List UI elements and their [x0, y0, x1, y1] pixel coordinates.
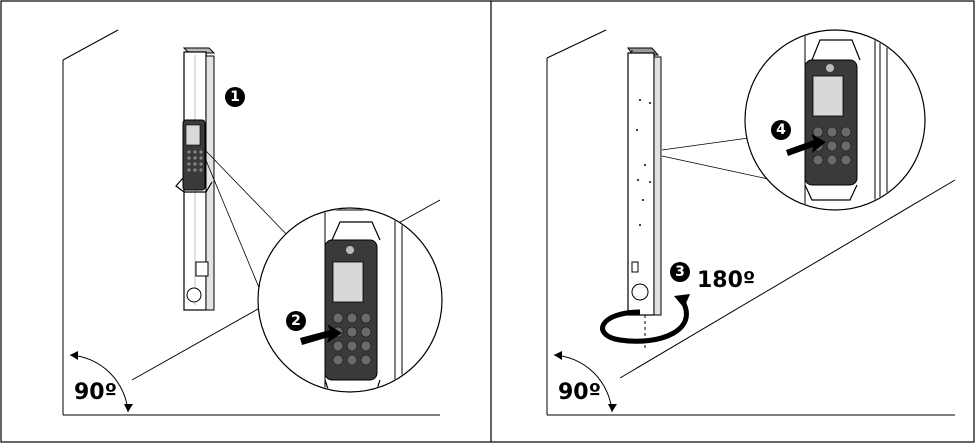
rotate-arrow-icon [600, 298, 689, 344]
step-badge-3: 3 [670, 262, 690, 282]
right-panel [546, 29, 956, 416]
angle-label-left: 90º [74, 380, 118, 405]
step-badge-1: 1 [225, 87, 245, 107]
press-arrow-icon-2 [786, 134, 826, 156]
angle-label-right: 90º [558, 380, 602, 405]
angle-arc-right [553, 354, 613, 413]
measuring-rail-right [627, 47, 662, 350]
magnifier-callout-right [744, 29, 926, 211]
measuring-rail-left [175, 47, 216, 311]
rotation-label: 180º [697, 268, 756, 293]
magnifier-callout-left [257, 207, 443, 393]
step-badge-4: 4 [771, 120, 791, 140]
angle-arc-left [69, 354, 129, 413]
left-panel [62, 29, 443, 416]
step-badge-2: 2 [286, 311, 306, 331]
press-arrow-icon [300, 324, 342, 345]
